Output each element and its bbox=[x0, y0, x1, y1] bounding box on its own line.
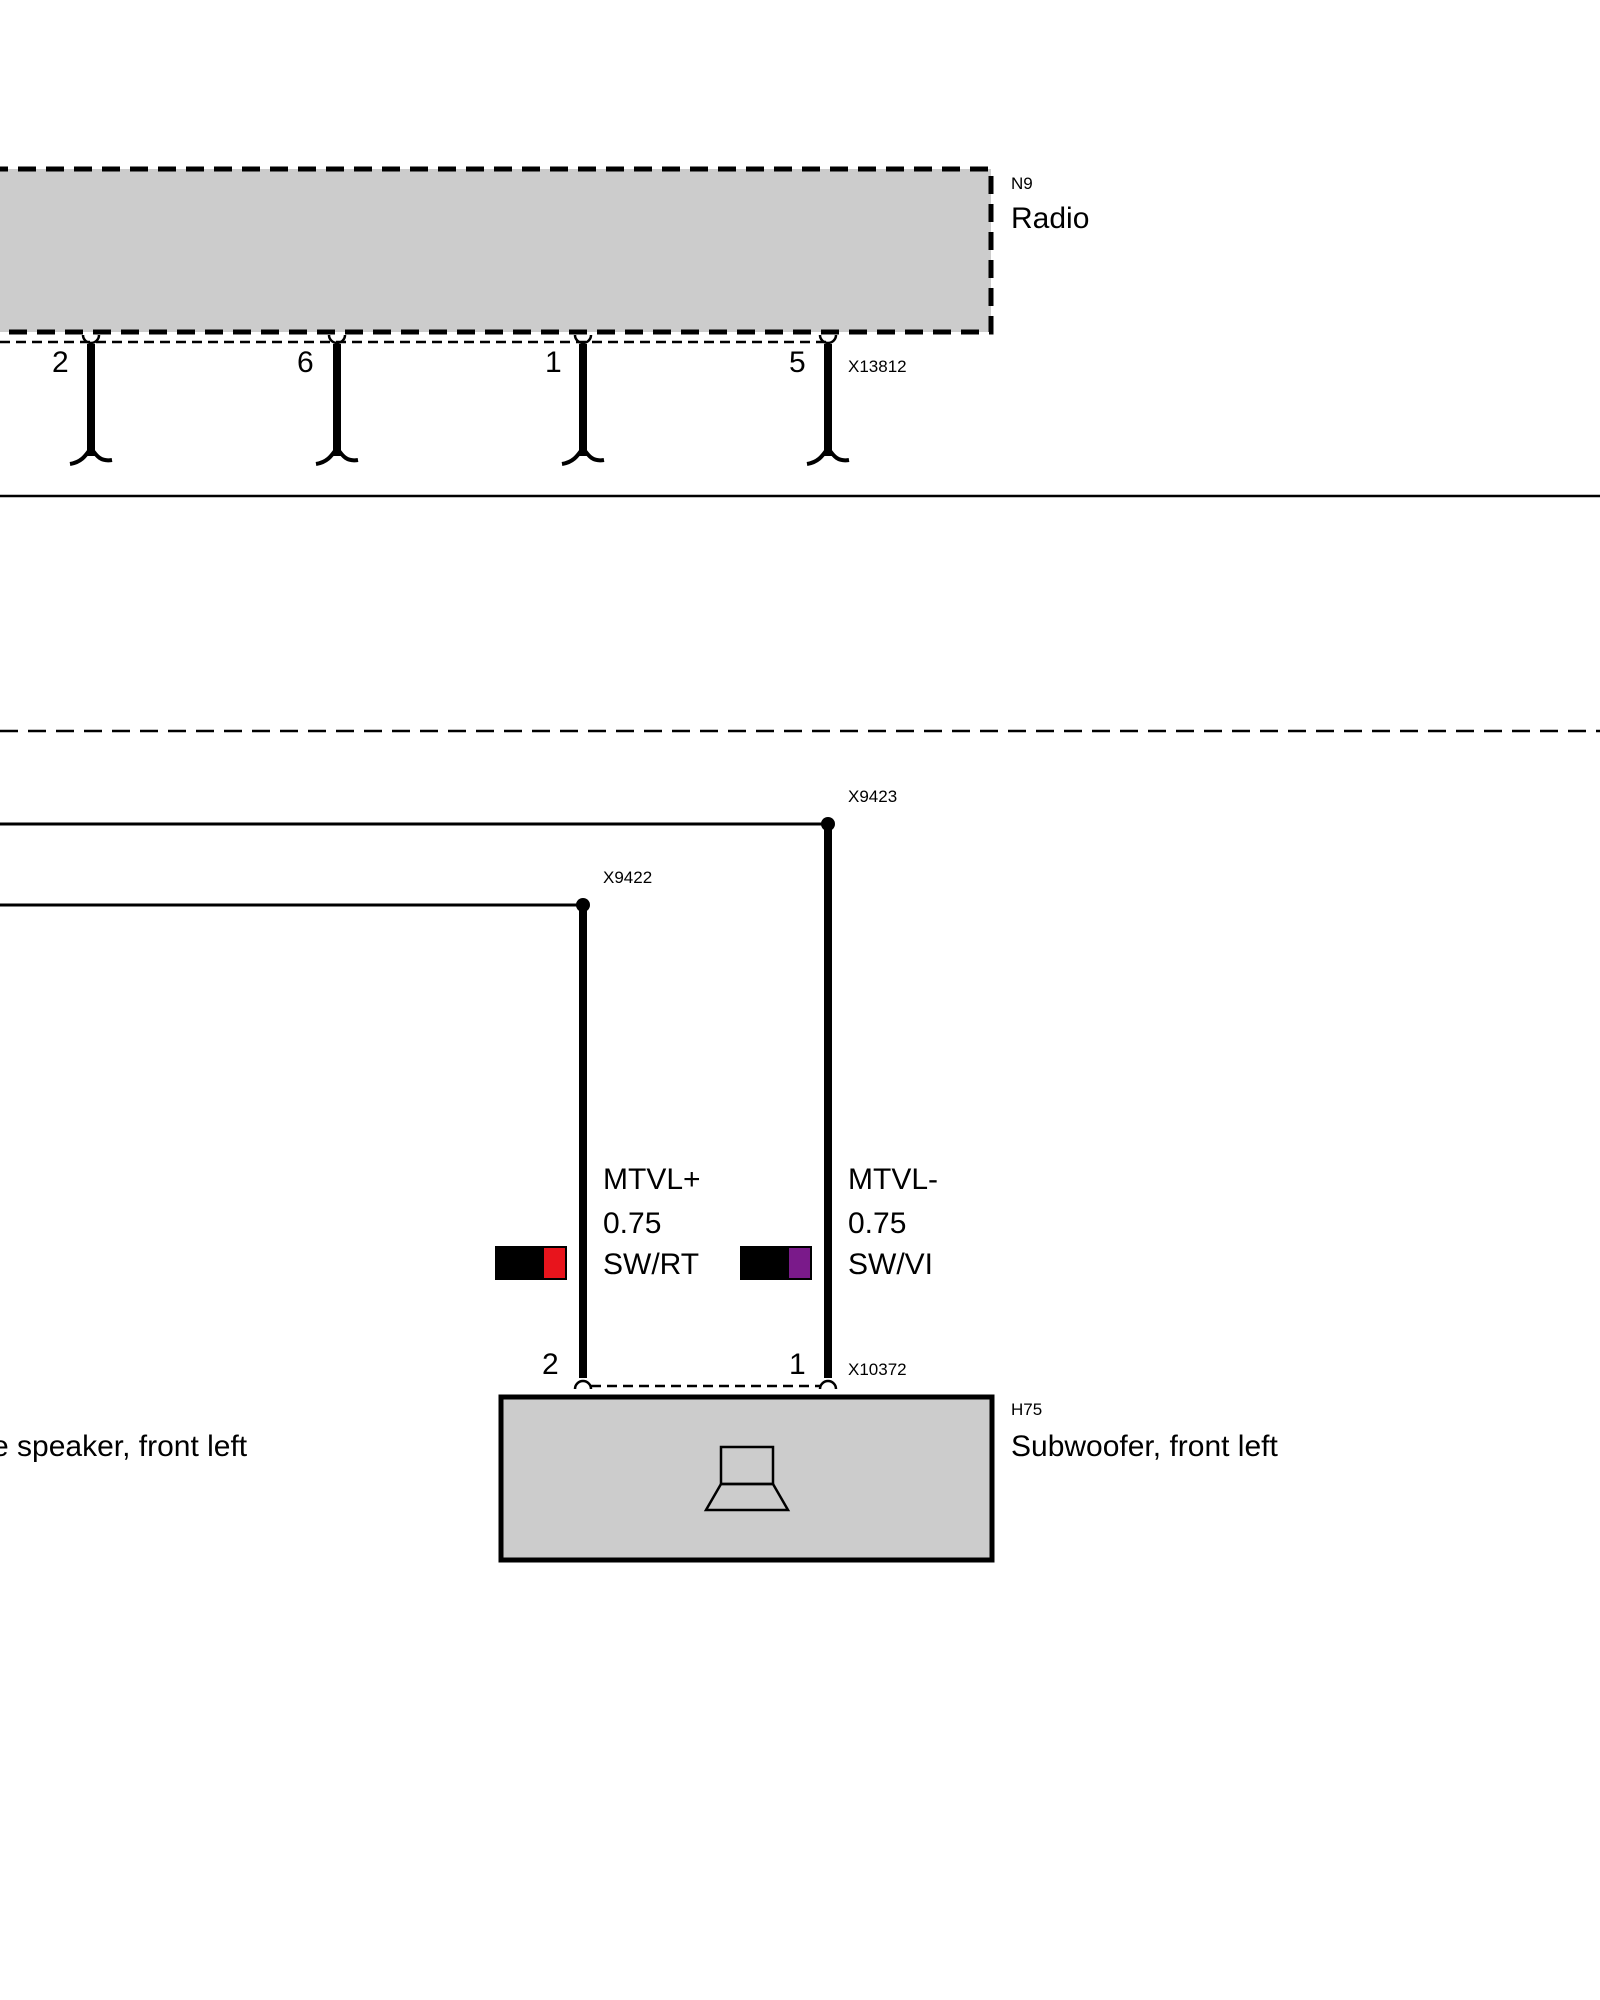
wire-color-code: SW/RT bbox=[603, 1248, 699, 1281]
wire-color-swatch bbox=[495, 1246, 567, 1280]
splice-x9423: X9423 bbox=[0, 787, 897, 831]
wire-signal: MTVL- bbox=[848, 1163, 938, 1196]
speaker-icon bbox=[703, 1445, 791, 1512]
radio-module: N9 Radio X13812 2 6 1 5 bbox=[0, 166, 1089, 466]
neighbor-speaker-label: e speaker, front left bbox=[0, 1430, 248, 1463]
splice-x9422: X9422 bbox=[0, 868, 652, 912]
wire-signal: MTVL+ bbox=[603, 1163, 701, 1196]
wire-gauge: 0.75 bbox=[848, 1207, 906, 1240]
radio-connector-label: X13812 bbox=[848, 357, 907, 376]
radio-pin-5: 5 bbox=[789, 334, 850, 466]
subwoofer-pin-label: 1 bbox=[789, 1348, 806, 1381]
radio-pin-2: 2 bbox=[52, 334, 113, 466]
subwoofer-name: Subwoofer, front left bbox=[1011, 1430, 1278, 1463]
subwoofer-connector-label: X10372 bbox=[848, 1360, 907, 1379]
radio-pin-6: 6 bbox=[297, 334, 359, 466]
subwoofer-connector: 2 1 X10372 bbox=[542, 1348, 907, 1390]
wire-color-code: SW/VI bbox=[848, 1248, 933, 1281]
subwoofer-pin-label: 2 bbox=[542, 1348, 559, 1381]
radio-pin-label: 2 bbox=[52, 346, 69, 379]
radio-name: Radio bbox=[1011, 202, 1089, 235]
wire-gauge: 0.75 bbox=[603, 1207, 661, 1240]
radio-code: N9 bbox=[1011, 174, 1033, 193]
wire-label-mtvl-minus: MTVL- 0.75 SW/VI bbox=[740, 1163, 938, 1281]
wire-color-swatch bbox=[740, 1246, 812, 1280]
wire-label-mtvl-plus: MTVL+ 0.75 SW/RT bbox=[495, 1163, 701, 1281]
subwoofer-module: H75 Subwoofer, front left bbox=[498, 1394, 1278, 1563]
subwoofer-code: H75 bbox=[1011, 1400, 1042, 1419]
radio-pin-label: 1 bbox=[545, 346, 562, 379]
radio-pin-label: 6 bbox=[297, 346, 314, 379]
splice-label: X9423 bbox=[848, 787, 897, 806]
radio-pin-1: 1 bbox=[545, 334, 605, 466]
radio-pin-label: 5 bbox=[789, 346, 806, 379]
splice-label: X9422 bbox=[603, 868, 652, 887]
